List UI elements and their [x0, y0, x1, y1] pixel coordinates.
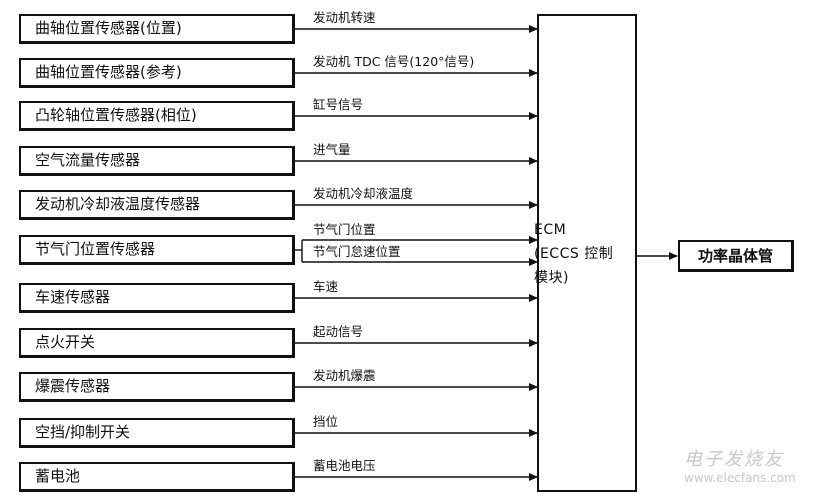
watermark: 电子发烧友 www.elecfans.com	[684, 448, 824, 487]
watermark-logo-text: 电子发烧友	[684, 449, 784, 470]
sensor-box: 凸轮轴位置传感器(相位)	[19, 101, 295, 131]
signal-label: 蓄电池电压	[313, 458, 376, 473]
signal-label: 发动机 TDC 信号(120°信号)	[313, 54, 475, 69]
sensor-box: 蓄电池	[19, 462, 295, 492]
sensor-box: 曲轴位置传感器(参考)	[19, 58, 295, 88]
sensor-box: 节气门位置传感器	[19, 235, 295, 265]
sensor-box: 空挡/抑制开关	[19, 418, 295, 448]
ecm-label-line1: ECM	[534, 222, 567, 238]
power-transistor-box: 功率晶体管	[678, 240, 794, 272]
watermark-url: www.elecfans.com	[684, 471, 796, 486]
sensor-box: 发动机冷却液温度传感器	[19, 190, 295, 220]
signal-label: 发动机爆震	[313, 368, 376, 383]
sensor-box: 爆震传感器	[19, 372, 295, 402]
signal-label: 挡位	[313, 414, 339, 429]
signal-label: 节气门位置	[313, 222, 376, 237]
ecm-label-line2: (ECCS 控制	[534, 246, 614, 262]
signal-label: 节气门怠速位置	[313, 244, 401, 259]
signal-label: 发动机转速	[313, 10, 376, 25]
signal-label: 发动机冷却液温度	[313, 186, 414, 201]
ecm-label: ECM (ECCS 控制 模块)	[534, 218, 644, 290]
sensor-box: 曲轴位置传感器(位置)	[19, 14, 295, 44]
sensor-box: 空气流量传感器	[19, 146, 295, 176]
ecm-block	[537, 14, 637, 492]
signal-label: 缸号信号	[313, 97, 364, 112]
signal-label: 进气量	[313, 142, 351, 157]
signal-label: 起动信号	[313, 324, 364, 339]
signal-label: 车速	[313, 279, 339, 294]
sensor-box: 点火开关	[19, 328, 295, 358]
ecm-label-line3: 模块)	[534, 270, 569, 286]
sensor-box: 车速传感器	[19, 283, 295, 313]
